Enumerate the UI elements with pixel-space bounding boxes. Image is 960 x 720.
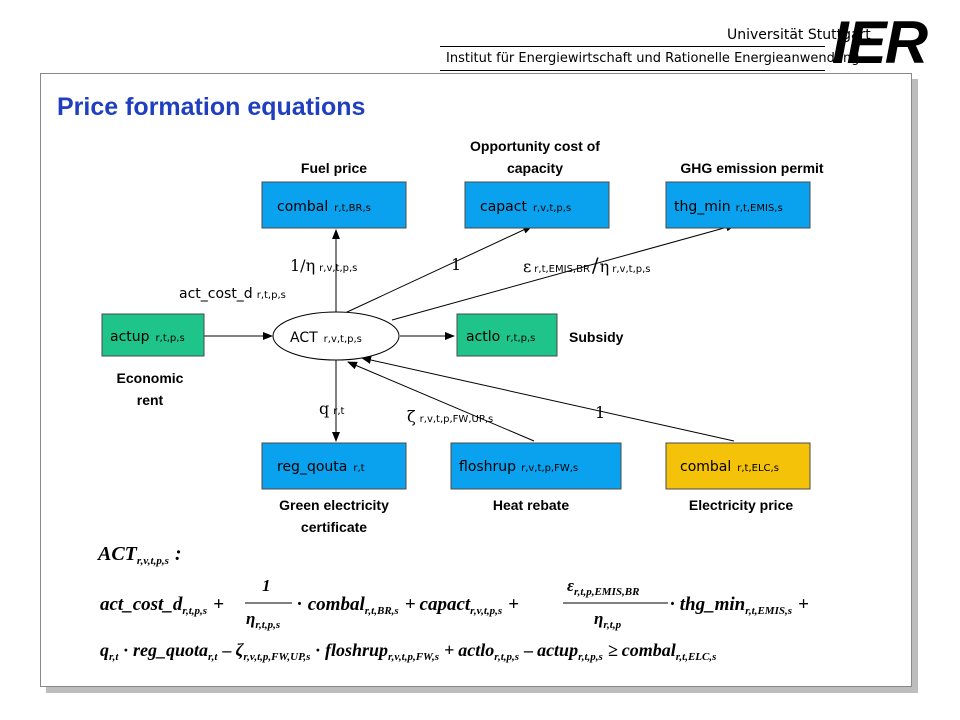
equation-block: ACTr,v,t,p,s: act_cost_dr,t,p,s+ 1 ηr,t,…: [96, 543, 809, 663]
equation-frac2-num: εr,t,p,EMIS,BR: [567, 576, 639, 598]
caption-subsidy: Subsidy: [569, 329, 624, 345]
slide-frame: [40, 73, 912, 687]
caption-heat-rebate: Heat rebate: [493, 497, 569, 513]
edge-act-to-thg: [391, 223, 736, 321]
equation-frac1-den: ηr,t,p,s: [246, 609, 280, 631]
caption-electricity-price: Electricity price: [689, 497, 793, 513]
edge-label-elc-coef: 1: [595, 403, 605, 422]
caption-economic-rent-line2: rent: [137, 392, 164, 408]
caption-green-electricity-line2: certificate: [301, 519, 367, 535]
equation-frac2-den: ηr,t,p: [594, 609, 622, 631]
caption-ghg-permit: GHG emission permit: [680, 160, 823, 176]
caption-opportunity-cost-line1: Opportunity cost of: [470, 138, 600, 154]
equation-head: ACTr,v,t,p,s:: [96, 543, 182, 567]
edges: [204, 223, 736, 442]
equation-frac1-num: 1: [262, 576, 271, 595]
edge-elc-to-act: [361, 356, 735, 442]
caption-green-electricity-line1: Green electricity: [279, 497, 389, 513]
edge-flos-to-act: [347, 361, 535, 442]
edge-act-to-capact: [344, 225, 533, 314]
slide-title: Price formation equations: [57, 93, 366, 121]
equation-line-2c: ·thg_minr,t,EMIS,s+: [670, 594, 809, 617]
caption-fuel-price: Fuel price: [301, 160, 367, 176]
equation-line-2b: ·combalr,t,BR,s+capactr,v,t,p,s+: [297, 594, 519, 617]
ier-logo: IER: [832, 9, 928, 76]
header-rule: [440, 70, 825, 71]
equation-line-2a: act_cost_dr,t,p,s+: [100, 594, 224, 617]
institute-name: Institut für Energiewirtschaft und Ratio…: [446, 51, 860, 66]
equation-line-3: qr,t·reg_quotar,t–ζr,v,t,p,FW,UP,s·flosh…: [100, 640, 716, 663]
edge-label-capact-coef: 1: [451, 255, 461, 274]
caption-economic-rent-line1: Economic: [117, 370, 184, 386]
university-name: Universität Stuttgart: [727, 27, 871, 43]
header-rule: [440, 46, 825, 47]
caption-opportunity-cost-line2: capacity: [507, 160, 563, 176]
